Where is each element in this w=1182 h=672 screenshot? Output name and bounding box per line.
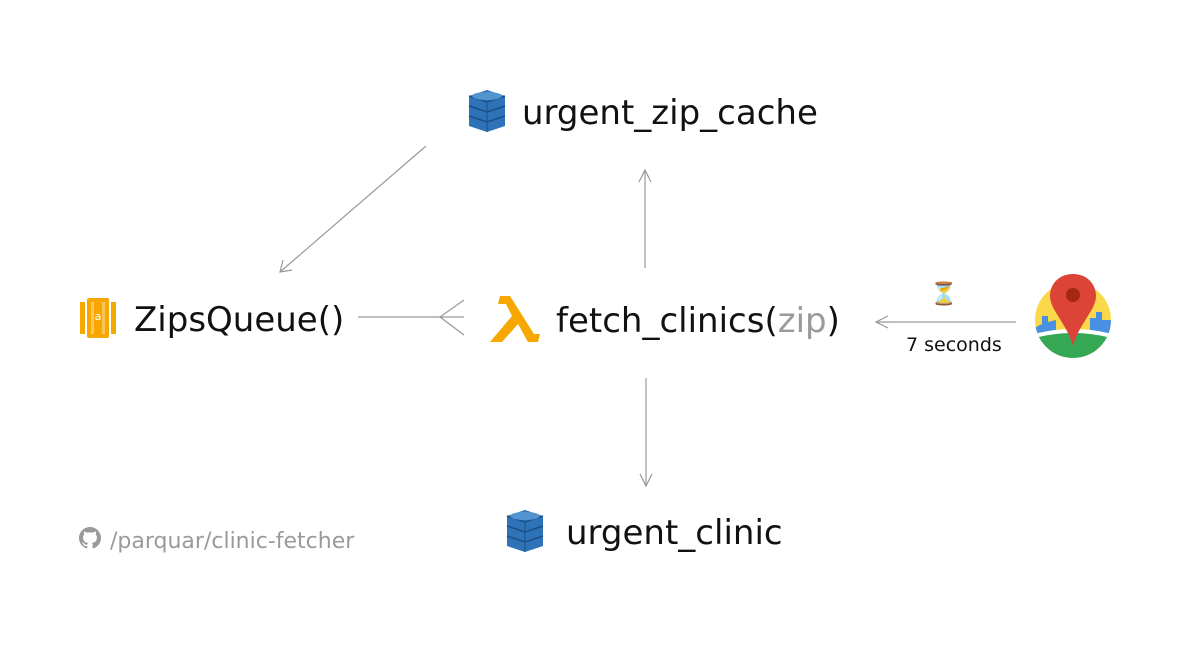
function-name: fetch_clinics(: [556, 301, 778, 341]
google-maps-icon: [1034, 272, 1112, 364]
node-urgent-zip-cache: urgent_zip_cache: [466, 88, 818, 138]
node-label: urgent_clinic: [566, 513, 783, 553]
hourglass-icon: ⏳: [930, 282, 958, 307]
arrow-maps-to-lambda: [874, 315, 1016, 329]
node-label: fetch_clinics(zip): [556, 301, 840, 341]
sqs-icon: a: [78, 296, 118, 344]
lambda-icon: [488, 294, 542, 348]
function-param: zip: [777, 301, 827, 341]
node-google-maps: [1034, 272, 1112, 364]
arrow-lambda-to-clinic: [639, 378, 653, 488]
arrow-lambda-to-queue: [358, 299, 465, 336]
node-urgent-clinic: urgent_clinic: [504, 508, 783, 558]
function-close: ): [826, 301, 840, 341]
github-icon: [78, 526, 102, 556]
repo-path: /parquar/clinic-fetcher: [110, 528, 355, 554]
dynamodb-icon: [504, 508, 546, 558]
arrow-cache-to-queue: [279, 145, 427, 273]
dynamodb-icon: [466, 88, 508, 138]
svg-text:a: a: [95, 310, 102, 323]
arrow-lambda-to-cache: [638, 168, 652, 268]
node-zips-queue: a ZipsQueue(): [78, 296, 344, 344]
node-fetch-clinics: fetch_clinics(zip): [488, 294, 840, 348]
node-label: ZipsQueue(): [134, 300, 345, 340]
repo-link[interactable]: /parquar/clinic-fetcher: [78, 526, 354, 556]
node-label: urgent_zip_cache: [522, 93, 818, 133]
delay-label: 7 seconds: [906, 334, 1002, 356]
